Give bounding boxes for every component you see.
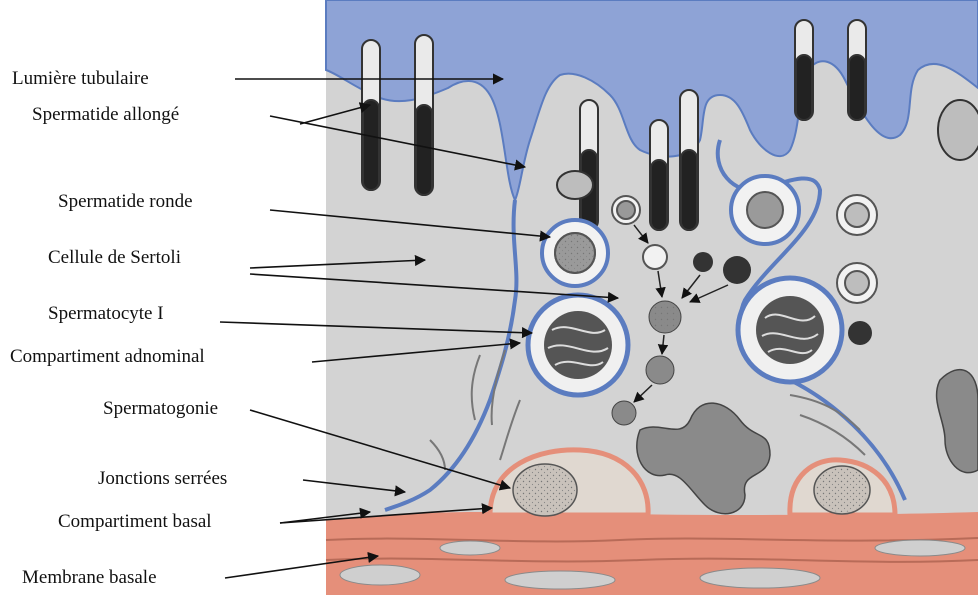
basal-tissue (326, 512, 978, 595)
label-sertoli-cell: Cellule de Sertoli (48, 247, 181, 269)
label-basal-membrane: Membrane basale (22, 567, 157, 589)
label-spermatogonia: Spermatogonie (103, 398, 218, 420)
label-lumen: Lumière tubulaire (12, 68, 149, 90)
label-round-spermatid: Spermatide ronde (58, 191, 193, 213)
label-spermatocyte: Spermatocyte I (48, 303, 164, 325)
label-elongated-spermatid: Spermatide allongé (32, 104, 179, 126)
label-tight-junctions: Jonctions serrées (98, 468, 227, 490)
tissue-panel (326, 0, 978, 595)
label-basal-compartment: Compartiment basal (58, 511, 212, 533)
label-adluminal-compartment: Compartiment adnominal (10, 346, 205, 368)
